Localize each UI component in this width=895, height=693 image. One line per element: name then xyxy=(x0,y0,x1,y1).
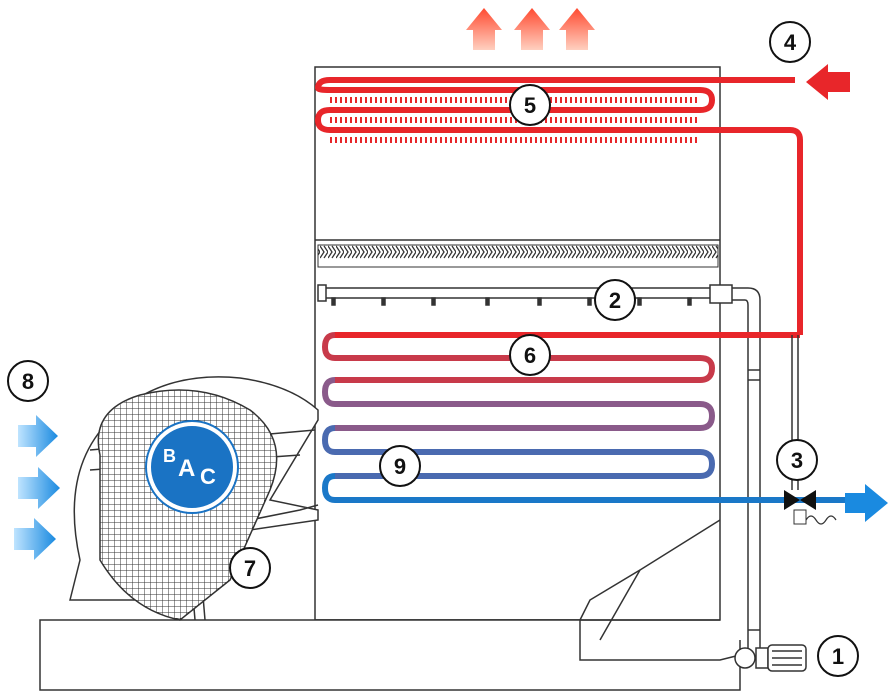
logo-letter-c: C xyxy=(200,464,216,489)
callout-2: 2 xyxy=(594,279,636,321)
svg-text:5: 5 xyxy=(524,93,536,118)
callouts: 1 2 3 4 5 6 7 8 xyxy=(7,21,859,677)
callout-4: 4 xyxy=(769,21,811,63)
svg-text:1: 1 xyxy=(832,644,844,669)
air-intake-arrows xyxy=(14,415,60,560)
hot-inlet-arrow-icon xyxy=(806,64,850,100)
bac-logo: B A C xyxy=(145,420,239,514)
logo-letter-b: B xyxy=(163,446,176,466)
cold-water-basin xyxy=(39,619,741,691)
recirculation-pipe xyxy=(732,287,761,650)
svg-text:3: 3 xyxy=(791,448,803,473)
callout-6: 6 xyxy=(509,334,551,376)
svg-text:8: 8 xyxy=(22,369,34,394)
three-way-valve-icon xyxy=(784,335,837,525)
drift-eliminator xyxy=(317,244,719,268)
svg-text:4: 4 xyxy=(784,30,797,55)
lower-coil xyxy=(321,332,845,503)
air-intake-arrow-icon xyxy=(14,518,56,560)
callout-8: 8 xyxy=(7,360,49,402)
logo-letter-a: A xyxy=(178,455,195,482)
exhaust-arrow-icon xyxy=(466,8,502,50)
exhaust-arrow-icon xyxy=(514,8,550,50)
exhaust-arrows xyxy=(466,8,595,50)
pump-motor-icon xyxy=(734,640,807,672)
upper-coil xyxy=(314,77,803,335)
exhaust-arrow-icon xyxy=(559,8,595,50)
callout-7: 7 xyxy=(229,547,271,589)
svg-text:2: 2 xyxy=(609,288,621,313)
callout-5: 5 xyxy=(509,84,551,126)
air-intake-arrow-icon xyxy=(18,415,58,457)
callout-3: 3 xyxy=(776,439,818,481)
svg-text:6: 6 xyxy=(524,343,536,368)
cold-outlet-arrow-icon xyxy=(845,484,888,522)
svg-text:9: 9 xyxy=(394,454,406,479)
callout-9: 9 xyxy=(379,445,421,487)
callout-1: 1 xyxy=(817,635,859,677)
svg-text:7: 7 xyxy=(244,556,256,581)
air-intake-arrow-icon xyxy=(18,467,60,509)
